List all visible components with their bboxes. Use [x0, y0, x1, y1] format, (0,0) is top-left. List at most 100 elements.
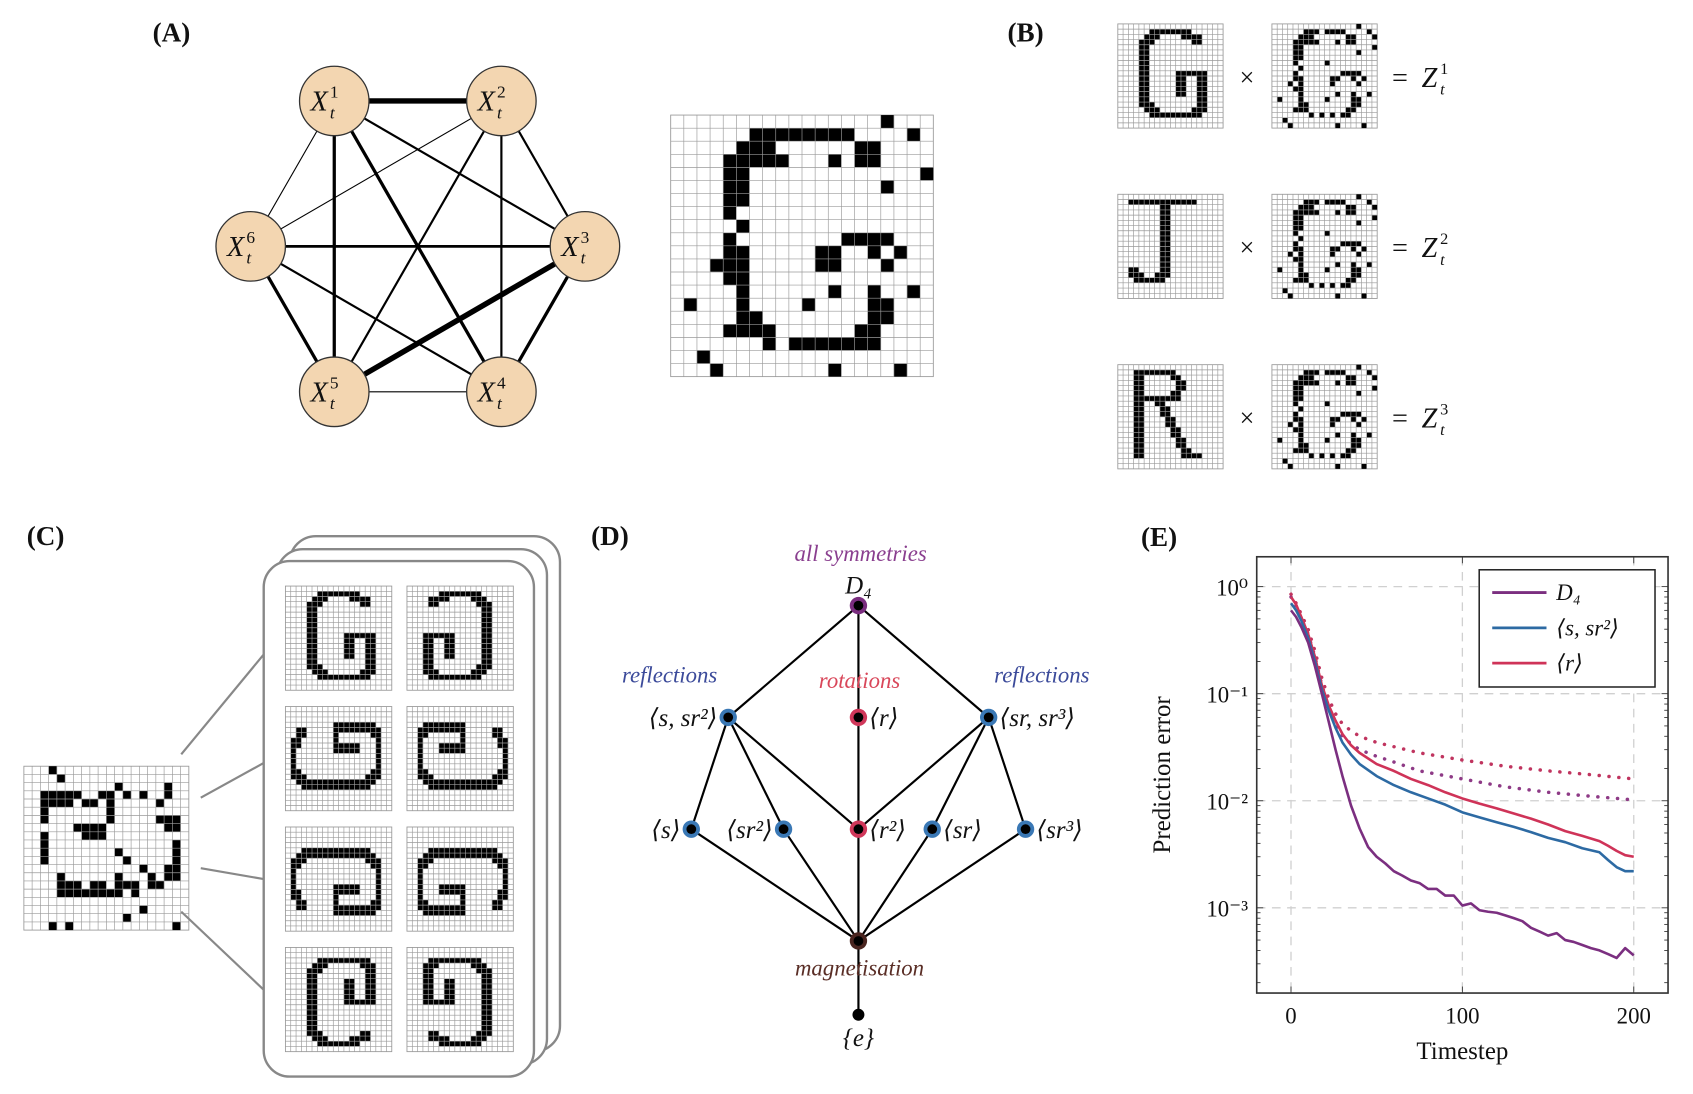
pixel [1138, 369, 1145, 376]
pixel [1361, 463, 1367, 469]
pixel [1361, 75, 1367, 82]
chart-series [1289, 592, 1636, 960]
pixel [290, 774, 297, 780]
pixel [1335, 369, 1341, 376]
pixel [343, 1041, 350, 1047]
pixel [492, 853, 498, 859]
pixel [56, 880, 66, 890]
pixel [1329, 282, 1336, 289]
pixel [841, 337, 855, 351]
pixel [1180, 385, 1187, 391]
pixel [486, 968, 493, 974]
pixel [1356, 70, 1362, 76]
node-circle [466, 356, 537, 428]
pixel [1303, 29, 1309, 35]
pixel [1319, 453, 1325, 459]
pixel [1165, 199, 1171, 205]
pixel [317, 1036, 323, 1042]
pixel [338, 1041, 344, 1047]
pixel [438, 779, 445, 785]
pixel [73, 880, 82, 890]
pixel [296, 742, 302, 749]
pixel [422, 648, 429, 654]
pixel [306, 606, 313, 613]
pixel [1186, 70, 1192, 76]
grid-lines [285, 826, 392, 932]
pixel [312, 973, 318, 979]
pixel [1356, 241, 1362, 247]
pixel [370, 727, 376, 733]
pixel [1138, 86, 1145, 92]
pixel [1175, 380, 1181, 386]
pixel [1335, 199, 1341, 205]
pixel [867, 154, 881, 168]
pixel [438, 742, 445, 749]
pixel [312, 853, 318, 859]
pixel [422, 653, 429, 659]
pixel [306, 638, 313, 644]
pixel [802, 128, 816, 142]
pixel [306, 658, 313, 665]
pixel [290, 884, 297, 890]
pixel [322, 779, 328, 785]
pixel [1170, 427, 1176, 433]
x-tick-label: 100 [1445, 1003, 1479, 1028]
pixel [317, 853, 323, 859]
pixel [1292, 256, 1299, 263]
pixel [444, 632, 450, 639]
pixel [417, 774, 423, 780]
pixel [502, 873, 509, 880]
pixel [422, 727, 429, 733]
pixel [365, 957, 371, 964]
pixel [1196, 107, 1203, 113]
pixel [1196, 96, 1203, 103]
pixel [1345, 34, 1351, 40]
pixel [1324, 96, 1330, 103]
pixel [1298, 81, 1304, 87]
pixel [1298, 44, 1304, 50]
pixel [476, 847, 482, 854]
pixel [1175, 81, 1181, 87]
pixel [122, 856, 132, 865]
pixel [1159, 220, 1166, 226]
pixel [1314, 380, 1320, 386]
pixel [1133, 369, 1139, 376]
panel-label-c: (C) [27, 521, 65, 551]
pixel [338, 910, 344, 916]
pixel [1298, 256, 1304, 263]
pixel [492, 732, 498, 738]
pixel [828, 337, 842, 351]
pixel [438, 847, 445, 854]
pixel [317, 847, 323, 854]
pixel [486, 847, 493, 854]
pixel [1345, 453, 1351, 459]
pixel [312, 994, 318, 1000]
pixel [1324, 60, 1330, 66]
pixel [481, 978, 487, 984]
pixel [1308, 34, 1315, 40]
pixel [139, 905, 148, 914]
pixel [444, 989, 450, 995]
pixel [1144, 55, 1150, 61]
pixel [1149, 102, 1155, 108]
pixel [828, 245, 842, 259]
pixel [365, 968, 371, 974]
pixel [1335, 75, 1341, 82]
pixel [306, 648, 313, 654]
pixel [1191, 199, 1197, 205]
pixel [1314, 29, 1320, 35]
pixel [1350, 102, 1357, 108]
pixel [428, 722, 434, 728]
pixel [89, 889, 99, 898]
pixel [828, 363, 842, 377]
pixel [338, 674, 344, 680]
pixel [1329, 246, 1336, 252]
pixel [1303, 34, 1309, 40]
pixel [317, 664, 323, 670]
lattice-node-s-sr2: ⟨s, sr²⟩ [649, 705, 737, 732]
pixel [460, 884, 466, 890]
grid-lines [1271, 194, 1378, 299]
pixel [349, 884, 355, 890]
pixel [438, 596, 445, 602]
